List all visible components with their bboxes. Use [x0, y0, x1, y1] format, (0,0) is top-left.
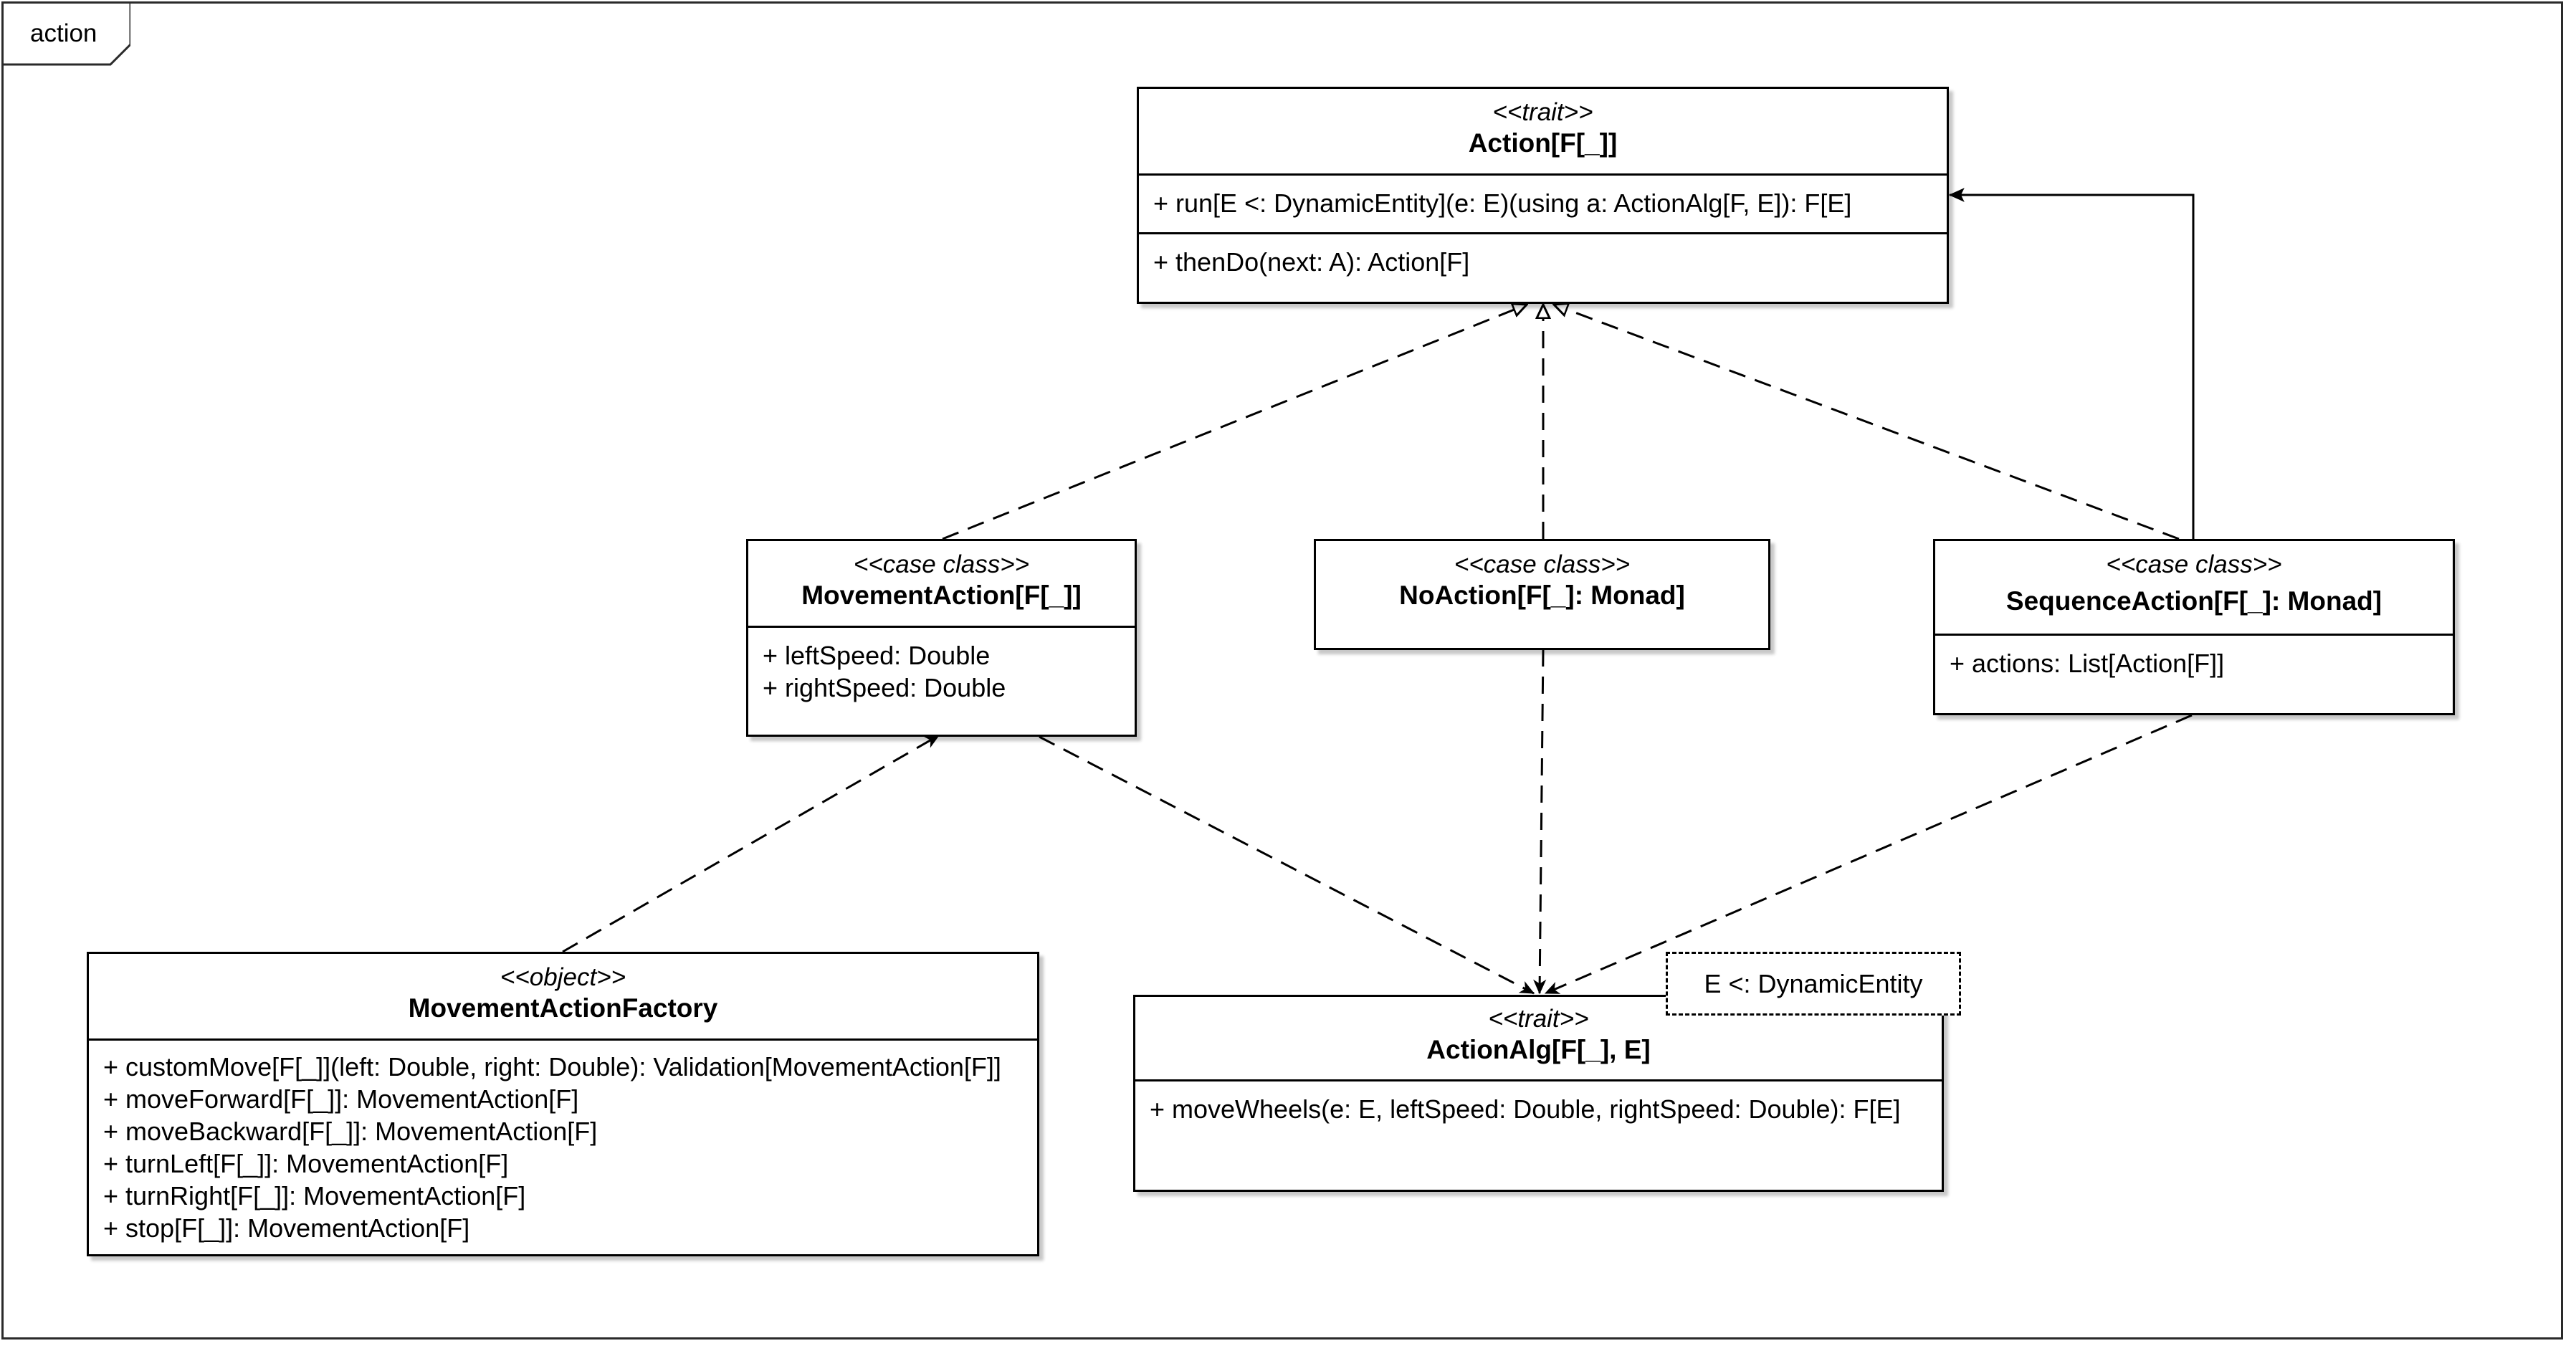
stereotype-label: <<case class>>	[1454, 550, 1631, 578]
class-sequence-action[interactable]: <<case class>> SequenceAction[F[_]: Mona…	[1933, 539, 2455, 715]
method-turnLeft: + turnLeft[F[_]]: MovementAction[F]	[103, 1149, 509, 1178]
stereotype-label: <<trait>>	[1492, 98, 1593, 126]
class-name: MovementActionFactory	[408, 993, 718, 1023]
field-rightSpeed: + rightSpeed: Double	[763, 673, 1006, 702]
package-frame	[1, 1, 2563, 1339]
edge-sequence-aggregates-action	[1950, 195, 2193, 539]
class-action-section-1: + run[E <: DynamicEntity](e: E)(using a:…	[1139, 176, 1947, 234]
class-factory-header: <<object>> MovementActionFactory	[89, 954, 1037, 1041]
edge-movement-realizes-action	[942, 305, 1527, 540]
class-action-alg-header: <<trait>> ActionAlg[F[_], E]	[1135, 997, 1942, 1081]
class-action[interactable]: <<trait>> Action[F[_]] + run[E <: Dynami…	[1137, 87, 1949, 304]
class-action-section-2: + thenDo(next: A): Action[F]	[1139, 234, 1947, 287]
stereotype-label: <<trait>>	[1488, 1005, 1589, 1033]
package-name: action	[30, 19, 97, 47]
type-parameter-box: E <: DynamicEntity	[1666, 952, 1961, 1016]
stereotype-label: <<case class>>	[2106, 550, 2282, 578]
class-movement-action[interactable]: <<case class>> MovementAction[F[_]] + le…	[746, 539, 1137, 737]
method-turnRight: + turnRight[F[_]]: MovementAction[F]	[103, 1181, 526, 1210]
method-customMove: + customMove[F[_]](left: Double, right: …	[103, 1052, 1001, 1081]
class-action-alg-methods: + moveWheels(e: E, leftSpeed: Double, ri…	[1135, 1081, 1942, 1134]
class-no-action[interactable]: <<case class>> NoAction[F[_]: Monad]	[1314, 539, 1770, 650]
stereotype-label: <<case class>>	[853, 550, 1030, 578]
method-thenDo: + thenDo(next: A): Action[F]	[1153, 247, 1470, 277]
class-action-header: <<trait>> Action[F[_]]	[1139, 89, 1947, 176]
class-name: SequenceAction[F[_]: Monad]	[2005, 586, 2382, 616]
field-actions: + actions: List[Action[F]]	[1950, 649, 2225, 678]
class-sequence-action-fields: + actions: List[Action[F]]	[1935, 636, 2453, 688]
edge-noaction-uses-actionalg	[1533, 649, 1547, 995]
method-run: + run[E <: DynamicEntity](e: E)(using a:…	[1153, 188, 1852, 218]
edge-factory-creates-movement	[562, 734, 940, 953]
method-moveForward: + moveForward[F[_]]: MovementAction[F]	[103, 1084, 579, 1114]
class-action-alg[interactable]: <<trait>> ActionAlg[F[_], E] + moveWheel…	[1133, 995, 1944, 1192]
class-name: MovementAction[F[_]]	[801, 581, 1082, 610]
class-name: NoAction[F[_]: Monad]	[1399, 581, 1685, 610]
class-movement-action-header: <<case class>> MovementAction[F[_]]	[748, 541, 1135, 628]
package-frame-tab: action	[1, 1, 130, 66]
field-leftSpeed: + leftSpeed: Double	[763, 641, 991, 670]
stereotype-label: <<object>>	[500, 963, 626, 991]
class-no-action-header: <<case class>> NoAction[F[_]: Monad]	[1316, 541, 1768, 649]
class-name: Action[F[_]]	[1468, 128, 1618, 158]
class-factory-methods: + customMove[F[_]](left: Double, right: …	[89, 1041, 1037, 1253]
class-name: ActionAlg[F[_], E]	[1426, 1035, 1651, 1064]
method-moveWheels: + moveWheels(e: E, leftSpeed: Double, ri…	[1150, 1094, 1901, 1124]
edge-movement-uses-actionalg	[1039, 735, 1535, 995]
edge-sequence-uses-actionalg	[1544, 714, 2193, 995]
class-movement-action-factory[interactable]: <<object>> MovementActionFactory + custo…	[87, 952, 1039, 1256]
method-stop: + stop[F[_]]: MovementAction[F]	[103, 1213, 470, 1243]
type-parameter-text: E <: DynamicEntity	[1704, 969, 1923, 998]
method-moveBackward: + moveBackward[F[_]]: MovementAction[F]	[103, 1117, 598, 1146]
class-sequence-action-header: <<case class>> SequenceAction[F[_]: Mona…	[1935, 541, 2453, 636]
class-movement-action-fields: + leftSpeed: Double + rightSpeed: Double	[748, 628, 1135, 712]
